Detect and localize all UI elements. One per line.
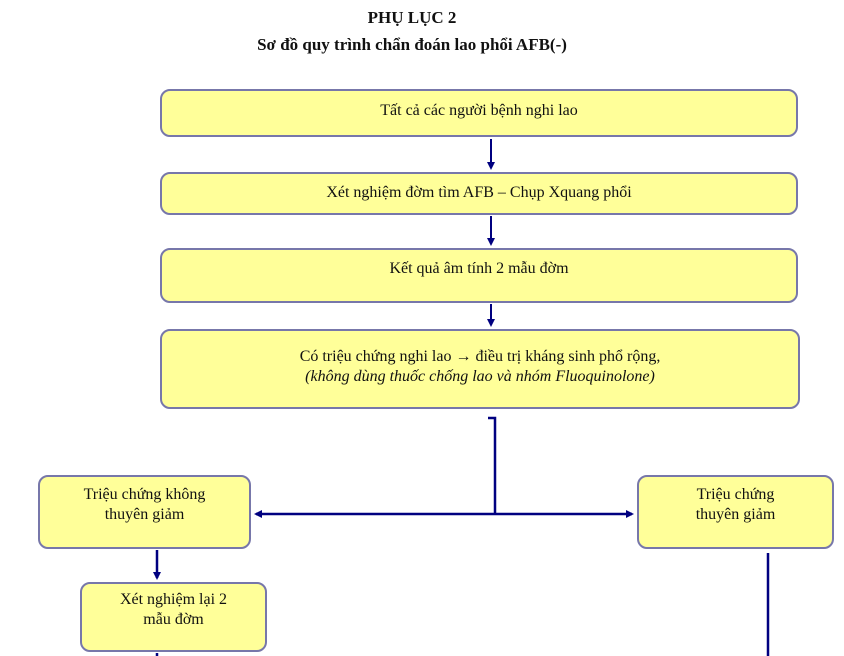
node-text-line2: mẫu đờm [143, 611, 204, 628]
node-all-suspects: Tất cả các người bệnh nghi lao [160, 89, 798, 137]
node-improvement: Triệu chứng thuyên giảm [637, 475, 834, 549]
node-text-line2: thuyên giảm [104, 506, 185, 523]
node-antibiotic-treatment: Có triệu chứng nghi lao → điều trị kháng… [160, 329, 800, 409]
appendix-title: PHỤ LỤC 2 [367, 8, 457, 27]
node-text-line2: thuyên giảm [695, 506, 776, 523]
node-text: Tất cả các người bệnh nghi lao [380, 102, 578, 119]
node-text-line1: Có triệu chứng nghi lao → điều trị kháng… [299, 348, 661, 365]
diagram-title: Sơ đồ quy trình chẩn đoán lao phổi AFB(-… [257, 35, 567, 54]
branch-stem [488, 416, 497, 514]
node-text: Kết quả âm tính 2 mẫu đờm [389, 260, 569, 277]
node-negative-result: Kết quả âm tính 2 mẫu đờm [160, 248, 798, 303]
node-text-line1: Xét nghiệm lại 2 [119, 591, 228, 608]
node-text-line1: Triệu chứng [696, 486, 775, 503]
node-text-line2: (không dùng thuốc chống lao và nhóm Fluo… [305, 368, 655, 385]
node-retest-sputum: Xét nghiệm lại 2 mẫu đờm [80, 582, 267, 652]
node-text-line1: Triệu chứng không [83, 486, 206, 503]
node-no-improvement: Triệu chứng không thuyên giảm [38, 475, 251, 549]
node-sputum-xray: Xét nghiệm đờm tìm AFB – Chụp Xquang phổ… [160, 172, 798, 215]
node-text: Xét nghiệm đờm tìm AFB – Chụp Xquang phổ… [326, 184, 632, 201]
